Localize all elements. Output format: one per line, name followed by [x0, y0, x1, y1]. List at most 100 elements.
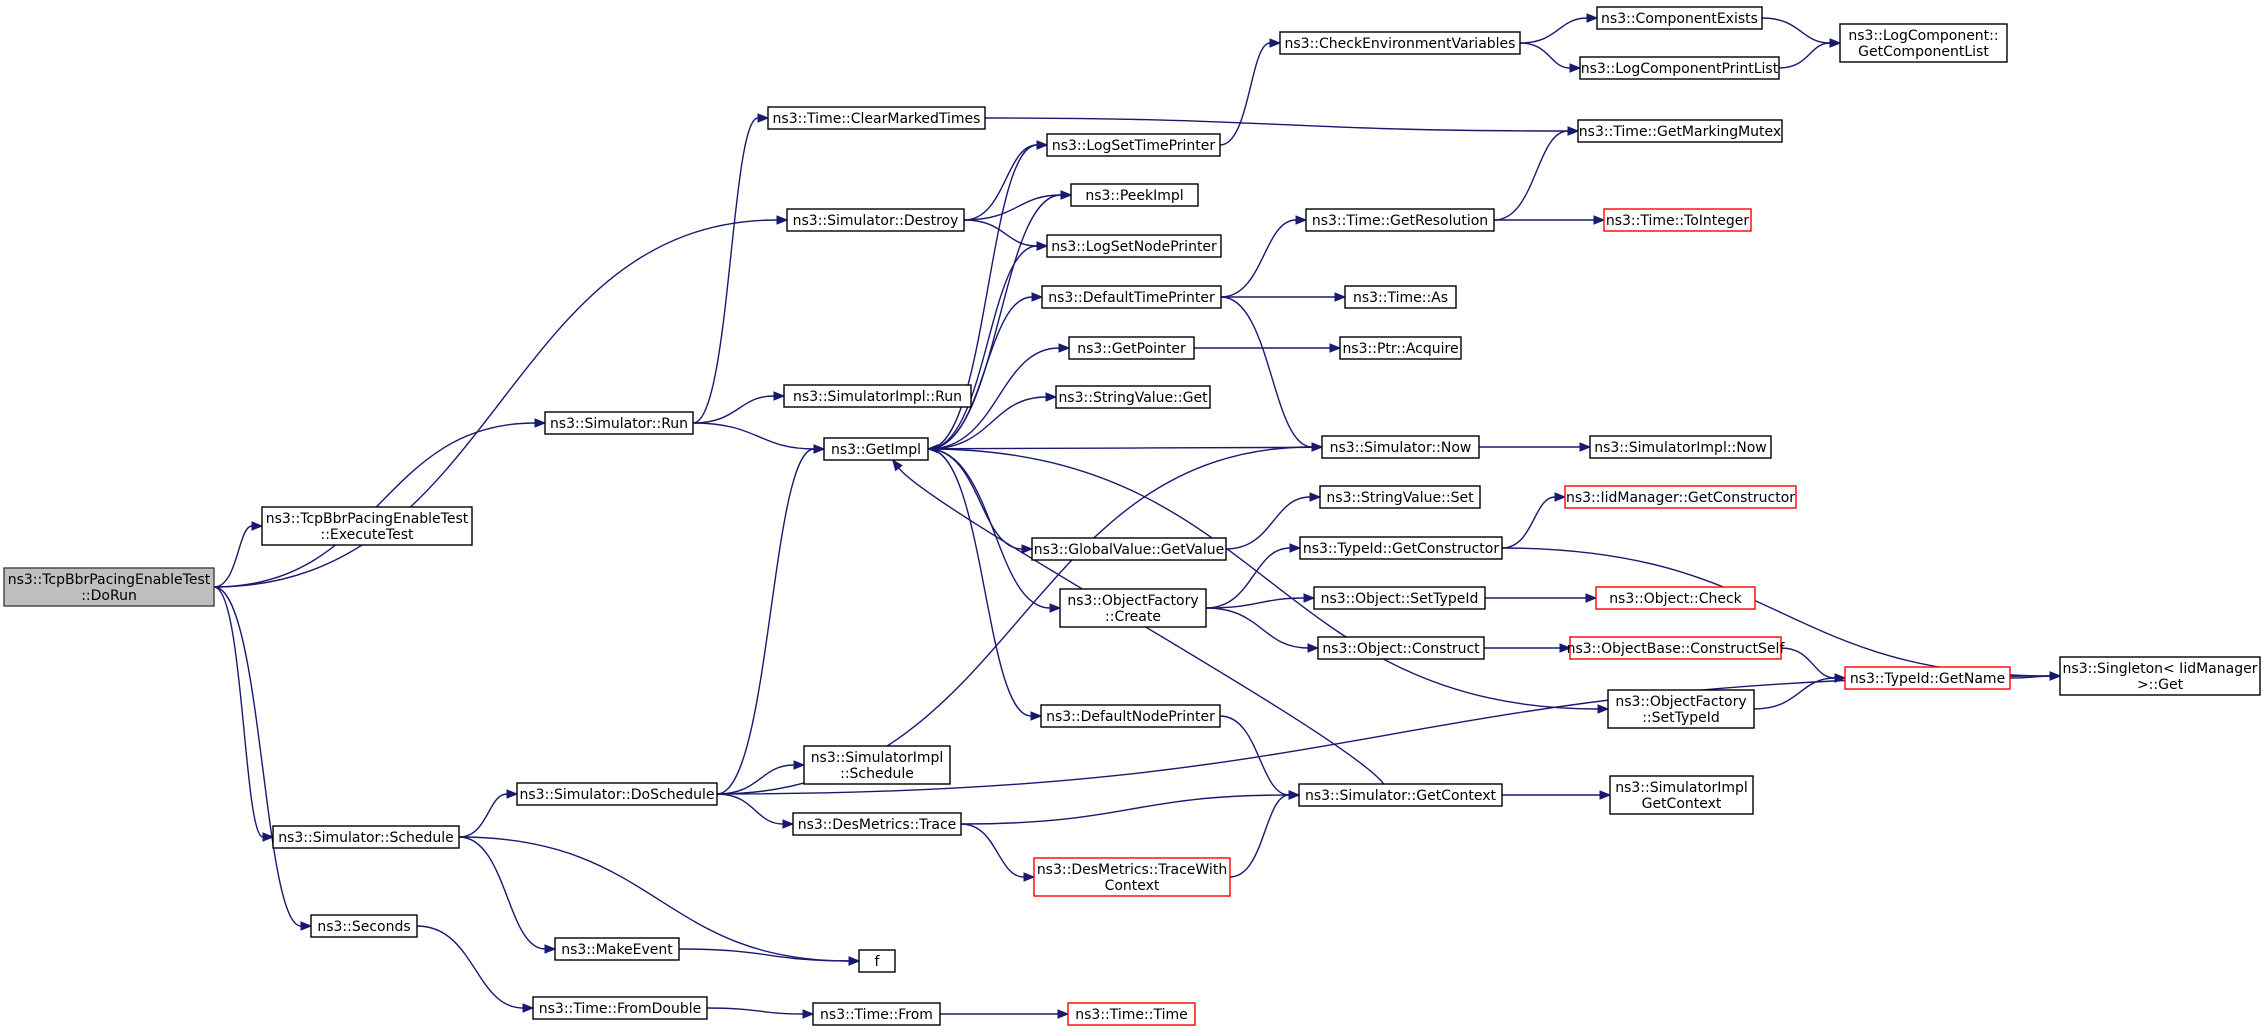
edge-arrowhead: [1049, 603, 1062, 613]
edge-arrowhead: [1593, 215, 1606, 225]
node-constructself[interactable]: ns3::ObjectBase::ConstructSelf: [1567, 636, 1786, 660]
node-label: ns3::Simulator::Run: [550, 416, 688, 432]
node-box: [1321, 435, 1480, 459]
edge-line: [927, 448, 1023, 550]
node-label: ns3::Simulator::Schedule: [278, 830, 454, 846]
node-label: ns3::Time::GetMarkingMutex: [1579, 124, 1781, 140]
node-checkenv[interactable]: ns3::CheckEnvironmentVariables: [1279, 31, 1521, 55]
node-label: GetContext: [1642, 796, 1722, 812]
node-peekimpl[interactable]: ns3::PeekImpl: [1070, 183, 1199, 207]
node-tointeger[interactable]: ns3::Time::ToInteger: [1603, 208, 1752, 232]
node-defaulttimeprinter[interactable]: ns3::DefaultTimePrinter: [1041, 285, 1222, 309]
node-ptracquire[interactable]: ns3::Ptr::Acquire: [1339, 336, 1462, 360]
node-timetime[interactable]: ns3::Time::Time: [1067, 1002, 1196, 1026]
node-objectfactorycreate[interactable]: ns3::ObjectFactory::Create: [1059, 588, 1207, 628]
node-stringvalueset[interactable]: ns3::StringValue::Set: [1319, 485, 1481, 509]
node-box: [1609, 775, 1754, 815]
node-label: ns3::Time::GetResolution: [1312, 213, 1488, 229]
node-dorun[interactable]: ns3::TcpBbrPacingEnableTest::DoRun: [3, 567, 215, 607]
node-singletonget[interactable]: ns3::Singleton< IidManager>::Get: [2059, 656, 2261, 696]
node-label: GetComponentList: [1858, 44, 1989, 60]
node-getresolution[interactable]: ns3::Time::GetResolution: [1305, 208, 1495, 232]
node-executetest[interactable]: ns3::TcpBbrPacingEnableTest::ExecuteTest: [261, 506, 473, 546]
node-getcomponentlist[interactable]: ns3::LogComponent::GetComponentList: [1839, 23, 2008, 63]
edge-objectfactorycreate-to-objectsettypeid: [1205, 593, 1316, 609]
edge-arrowhead: [1023, 872, 1036, 882]
edge-arrowhead: [300, 921, 313, 931]
node-iidgetconstructor[interactable]: ns3::IidManager::GetConstructor: [1564, 485, 1797, 509]
edge-line: [1519, 17, 1588, 44]
node-box: [1344, 285, 1457, 309]
edge-defaulttimeprinter-to-simnow: [1220, 296, 1324, 452]
edge-line: [213, 219, 778, 588]
node-run[interactable]: ns3::Simulator::Run: [544, 411, 694, 435]
node-logcomponentprintlist[interactable]: ns3::LogComponentPrintList: [1579, 56, 1780, 80]
node-doschedule[interactable]: ns3::Simulator::DoSchedule: [516, 782, 718, 806]
node-clearmarked[interactable]: ns3::Time::ClearMarkedTimes: [767, 106, 986, 130]
node-logsetnodeprinter[interactable]: ns3::LogSetNodePrinter: [1046, 234, 1222, 258]
node-makeevent[interactable]: ns3::MakeEvent: [554, 937, 680, 961]
node-objectcheck[interactable]: ns3::Object::Check: [1595, 586, 1756, 610]
node-box: [803, 745, 951, 785]
node-destroy[interactable]: ns3::Simulator::Destroy: [786, 208, 965, 232]
node-simnow[interactable]: ns3::Simulator::Now: [1321, 435, 1480, 459]
edge-line: [927, 448, 1051, 609]
node-objectsettypeid[interactable]: ns3::Object::SetTypeId: [1313, 586, 1486, 610]
edge-arrowhead: [1045, 392, 1058, 402]
node-simgetcontext[interactable]: ns3::Simulator::GetContext: [1298, 783, 1503, 807]
node-fromdouble[interactable]: ns3::Time::FromDouble: [532, 996, 708, 1020]
node-seconds[interactable]: ns3::Seconds: [310, 914, 418, 938]
node-getpointer[interactable]: ns3::GetPointer: [1068, 336, 1195, 360]
edge-arrowhead: [2049, 671, 2062, 681]
node-stringvalueget[interactable]: ns3::StringValue::Get: [1055, 385, 1211, 409]
edge-line: [927, 144, 1038, 450]
edge-run-to-getimpl: [692, 422, 826, 454]
edge-getimpl-to-objectfactorysettypeid: [927, 448, 1610, 714]
nodes-layer: ns3::TcpBbrPacingEnableTest::DoRunns3::S…: [3, 6, 2261, 1026]
edge-line: [1493, 130, 1569, 221]
node-label: ns3::GlobalValue::GetValue: [1034, 542, 1224, 558]
node-typeidgetconstructor[interactable]: ns3::TypeId::GetConstructor: [1299, 536, 1503, 560]
node-logsettimeprinter[interactable]: ns3::LogSetTimePrinter: [1046, 133, 1221, 157]
edge-line: [692, 422, 815, 450]
node-desmetricstrace[interactable]: ns3::DesMetrics::Trace: [792, 812, 962, 836]
node-box: [3, 567, 215, 607]
node-box: [1844, 666, 2011, 690]
edge-line: [692, 117, 759, 424]
edge-logsettimeprinter-to-checkenv: [1219, 38, 1282, 146]
node-getmarkingmutex[interactable]: ns3::Time::GetMarkingMutex: [1577, 119, 1783, 143]
edge-line: [1780, 647, 1836, 679]
node-defaultnodeprinter[interactable]: ns3::DefaultNodePrinter: [1040, 704, 1221, 728]
edge-arrowhead: [1289, 543, 1302, 553]
node-typeidgetname[interactable]: ns3::TypeId::GetName: [1844, 666, 2011, 690]
node-box: [1067, 1002, 1196, 1026]
node-schedule[interactable]: ns3::Simulator::Schedule: [272, 825, 460, 849]
edge-arrowhead: [1030, 711, 1043, 721]
node-objectfactorysettypeid[interactable]: ns3::ObjectFactory::SetTypeId: [1607, 689, 1755, 729]
edge-line: [1220, 296, 1313, 448]
node-componentexists[interactable]: ns3::ComponentExists: [1596, 6, 1763, 30]
node-timeas[interactable]: ns3::Time::As: [1344, 285, 1457, 309]
node-timefrom[interactable]: ns3::Time::From: [812, 1002, 941, 1026]
node-simimplschedule[interactable]: ns3::SimulatorImpl::Schedule: [803, 745, 951, 785]
node-label: ns3::ObjectFactory: [1615, 694, 1746, 710]
node-f[interactable]: f: [858, 949, 896, 973]
node-getimpl[interactable]: ns3::GetImpl: [823, 437, 929, 461]
node-objectconstruct[interactable]: ns3::Object::Construct: [1317, 636, 1485, 660]
edge-line: [716, 675, 2051, 795]
node-simimplnow[interactable]: ns3::SimulatorImpl::Now: [1589, 435, 1772, 459]
node-box: [1298, 783, 1503, 807]
node-box: [1041, 285, 1222, 309]
node-box: [310, 914, 418, 938]
edge-line: [213, 586, 264, 838]
node-label: ns3::SimulatorImpl: [811, 750, 944, 766]
node-simimplrun[interactable]: ns3::SimulatorImpl::Run: [783, 384, 972, 408]
edge-arrowhead: [1021, 544, 1034, 554]
node-label: ns3::StringValue::Set: [1326, 490, 1474, 506]
node-globalvalueget[interactable]: ns3::GlobalValue::GetValue: [1031, 537, 1227, 561]
edge-line: [927, 448, 1599, 710]
node-label: ns3::StringValue::Get: [1058, 390, 1208, 406]
